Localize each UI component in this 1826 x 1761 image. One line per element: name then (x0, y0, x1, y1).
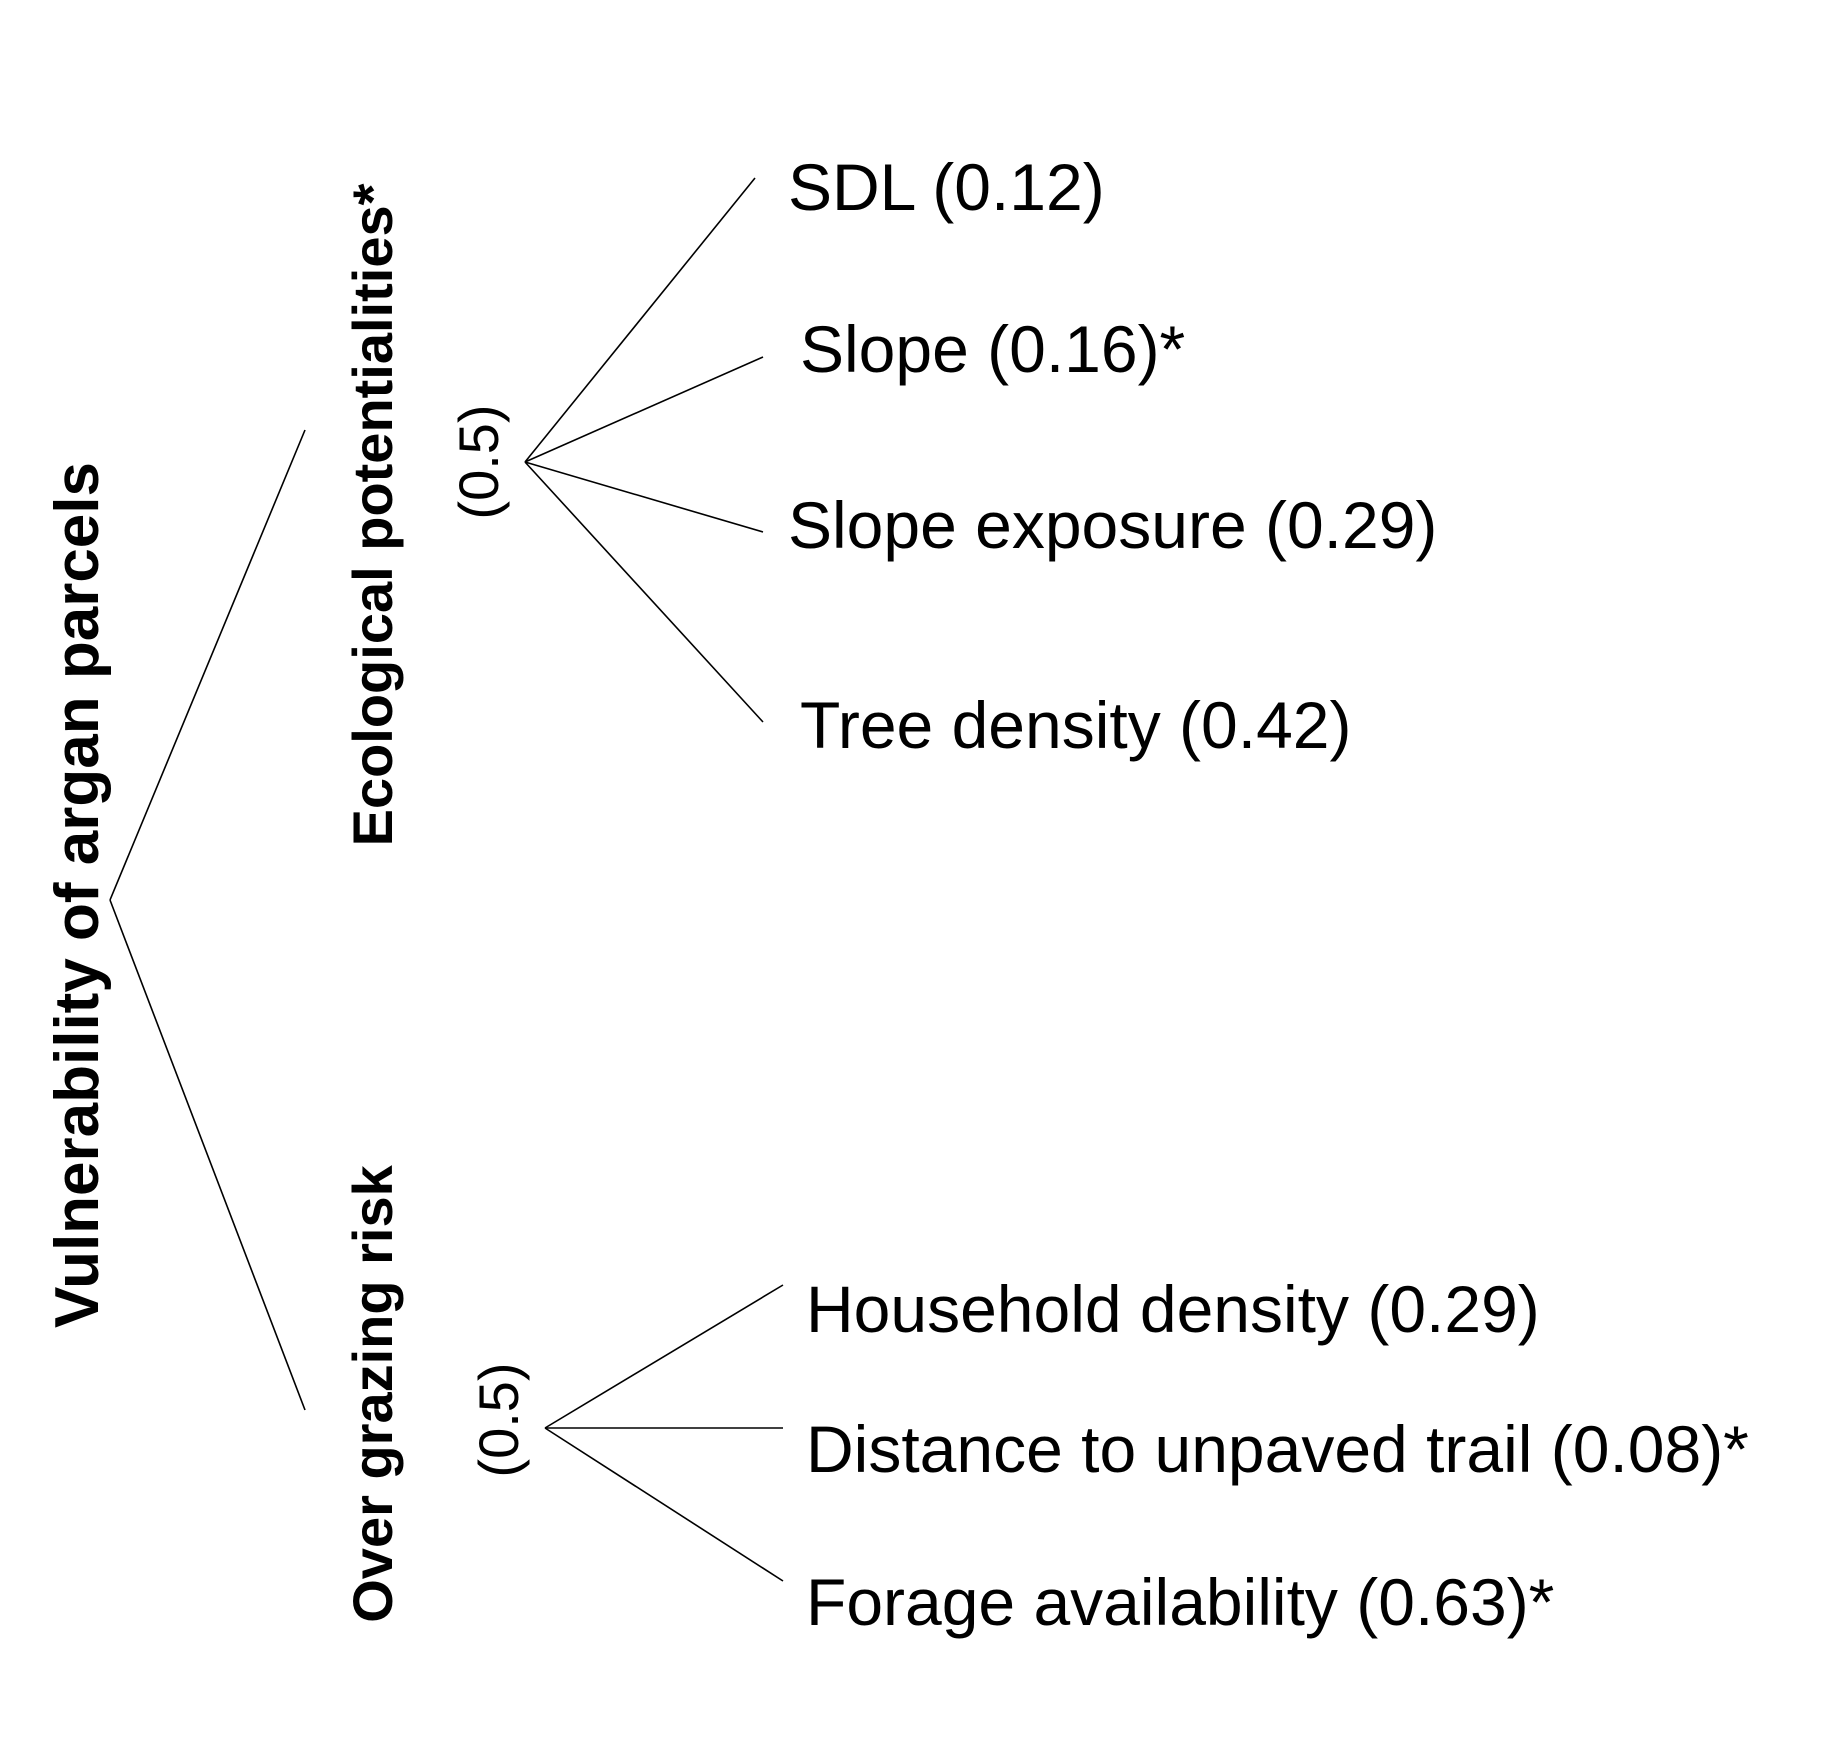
leaf-slope-exposure: Slope exposure (0.29) (788, 488, 1437, 562)
branch-grazing-weight: (0.5) (467, 1362, 530, 1477)
edge-ecological-sdl (524, 177, 756, 463)
edge-root-grazing (109, 899, 306, 1411)
edge-root-ecological (109, 429, 306, 901)
leaf-household-density: Household density (0.29) (806, 1272, 1540, 1346)
leaf-sdl: SDL (0.12) (788, 150, 1105, 224)
edge-ecological-slope (524, 356, 764, 463)
leaf-distance-unpaved-trail: Distance to unpaved trail (0.08)* (806, 1412, 1749, 1486)
leaf-slope: Slope (0.16)* (800, 312, 1185, 386)
root-label: Vulnerability of argan parcels (43, 462, 112, 1328)
branch-grazing-label: Over grazing risk (341, 1164, 404, 1622)
branch-ecological-label: Ecological potentialities* (341, 183, 404, 846)
edge-ecological-tree-density (524, 461, 764, 723)
edge-ecological-slope-exposure (524, 461, 764, 533)
edge-grazing-household (544, 1284, 784, 1429)
branch-ecological-weight: (0.5) (447, 404, 510, 519)
edge-grazing-forage (544, 1427, 784, 1582)
leaf-tree-density: Tree density (0.42) (800, 688, 1351, 762)
leaf-forage-availability: Forage availability (0.63)* (806, 1565, 1554, 1639)
